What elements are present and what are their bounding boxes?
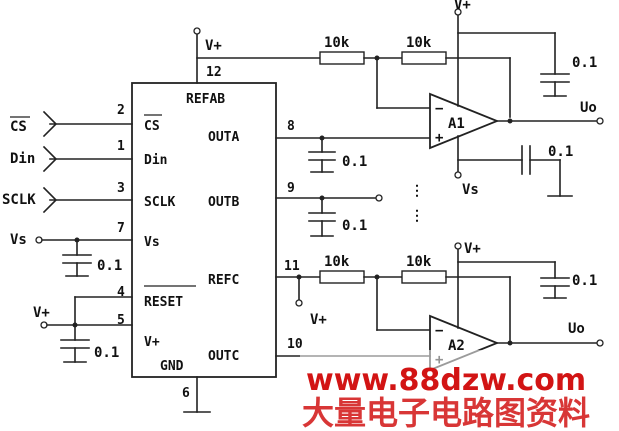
ic-body (131, 82, 277, 378)
pin12-terminal (193, 27, 201, 35)
ic-pin-reset-label: RESET (144, 295, 183, 310)
watermark-url: www.88dzw.com (306, 363, 586, 398)
r1-value: 10k (324, 35, 350, 51)
r3-value: 10k (324, 254, 350, 270)
continuation-dots-1: ⋮ (410, 183, 424, 199)
vplus-cap-value: 0.1 (94, 345, 119, 361)
pin-num-1: 1 (117, 139, 125, 154)
pin-num-11: 11 (284, 259, 300, 274)
pin-num-9: 9 (287, 181, 295, 196)
pin-num-7: 7 (117, 221, 125, 236)
input-vs-label: Vs (10, 232, 27, 248)
a1-vplus-label: V+ (454, 0, 471, 13)
ic-name: REFAB (186, 92, 225, 107)
pin-num-5: 5 (117, 313, 125, 328)
input-vplus-label: V+ (33, 305, 50, 321)
uo2-label: Uo (568, 321, 585, 337)
vs-cap2-value: 0.1 (548, 144, 573, 160)
r4-value: 10k (406, 254, 432, 270)
refc-vplus-label: V+ (310, 312, 327, 328)
refc-vplus-terminal (295, 299, 303, 307)
a1-minus: − (435, 101, 443, 117)
vs-terminal (35, 236, 43, 244)
ic-pin-sclk-label: SCLK (144, 195, 175, 210)
resistor-r2 (401, 51, 447, 65)
ic-pin-vplus-label: V+ (144, 335, 160, 350)
pin-num-2: 2 (117, 103, 125, 118)
out-a-junction (507, 118, 513, 124)
a2-vplus-terminal (454, 242, 462, 250)
a1-vs-terminal (454, 171, 462, 179)
ic-pin-refc-label: REFC (208, 273, 239, 288)
pin-num-3: 3 (117, 181, 125, 196)
a2-vplus-label: V+ (464, 241, 481, 257)
out-c-junction (507, 340, 513, 346)
input-sclk-label: SCLK (2, 192, 36, 208)
resistor-r1 (319, 51, 365, 65)
a1-label: A1 (448, 116, 465, 132)
uo2-terminal (596, 339, 604, 347)
pin-num-12: 12 (206, 65, 222, 80)
a1-supcap-value: 0.1 (572, 55, 597, 71)
ic-pin-outb-label: OUTB (208, 195, 239, 210)
uo1-terminal (596, 117, 604, 125)
opamp-a1 (429, 92, 500, 150)
vs-cap-value: 0.1 (97, 258, 122, 274)
input-din-label: Din (10, 151, 35, 167)
ic-pin-gnd-label: GND (160, 359, 184, 374)
ic-pin-outa-label: OUTA (208, 130, 239, 145)
watermark-text: 大量电子电路图资料 (302, 394, 590, 431)
a2-minus: − (435, 323, 443, 339)
watermark-backdrop (300, 350, 605, 431)
resistor-r4 (401, 270, 447, 284)
a1-vplus-terminal (454, 8, 462, 16)
a2-supcap-value: 0.1 (572, 273, 597, 289)
pin-num-10: 10 (287, 337, 303, 352)
a1-vs-label: Vs (462, 182, 479, 198)
ic-pin-vs-label: Vs (144, 235, 160, 250)
vplus-terminal (40, 321, 48, 329)
continuation-dots-2: ⋮ (410, 208, 424, 224)
outb-terminal (375, 194, 383, 202)
ic-pin-outc-label: OUTC (208, 349, 239, 364)
ic-pin-cs-label: CS (144, 119, 160, 134)
pin12-vplus-label: V+ (205, 38, 222, 54)
r2-value: 10k (406, 35, 432, 51)
outb-cap-value: 0.1 (342, 218, 367, 234)
pin-num-6: 6 (182, 386, 190, 401)
pin-num-8: 8 (287, 119, 295, 134)
pin-num-4: 4 (117, 285, 125, 300)
ic-pin-din-label: Din (144, 153, 167, 168)
a1-plus: + (435, 130, 443, 146)
resistor-r3 (319, 270, 365, 284)
input-cs-label: CS (10, 119, 27, 135)
outa-cap-value: 0.1 (342, 154, 367, 170)
uo1-label: Uo (580, 100, 597, 116)
